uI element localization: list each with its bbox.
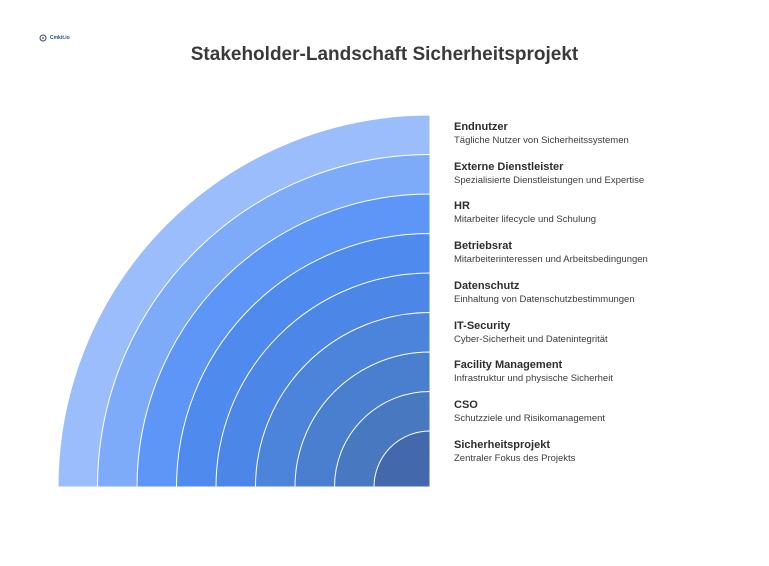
legend-item-description: Infrastruktur und physische Sicherheit (454, 373, 613, 385)
legend-item-description: Schutzziele und Risikomanagement (454, 412, 606, 424)
ring-sicherheitsprojekt (373, 430, 431, 488)
legend-item-title: CSO (454, 398, 478, 411)
legend-item-description: Einhaltung von Datenschutzbestimmungen (454, 293, 635, 305)
legend-item-title: Facility Management (454, 359, 563, 372)
legend-item-title: Sicherheitsprojekt (454, 438, 550, 451)
legend-item-description: Mitarbeiterinteressen und Arbeitsbedingu… (454, 254, 648, 266)
legend-item-description: Mitarbeiter lifecycle und Schulung (454, 214, 597, 226)
legend-item-description: Tägliche Nutzer von Sicherheitssystemen (454, 135, 629, 146)
legend-item-title: HR (454, 200, 470, 213)
legend-item-description: Spezialisierte Dienstleistungen und Expe… (454, 174, 645, 186)
legend-item-description: Zentraler Fokus des Projekts (454, 452, 576, 464)
legend-item-title: Betriebsrat (454, 240, 513, 253)
logo-text: Cmkit.io (50, 34, 70, 41)
legend-item-title: Externe Dienstleister (454, 160, 564, 173)
logo-icon (39, 34, 47, 42)
legend-item-title: IT-Security (454, 319, 511, 332)
logo: Cmkit.io (38, 33, 70, 43)
legend-item-title: Datenschutz (454, 279, 520, 292)
page-title: Stakeholder-Landschaft Sicherheitsprojek… (190, 44, 579, 65)
legend-item-title: Endnutzer (454, 121, 508, 133)
legend-item-description: Cyber-Sicherheit und Datenintegrität (454, 333, 608, 345)
